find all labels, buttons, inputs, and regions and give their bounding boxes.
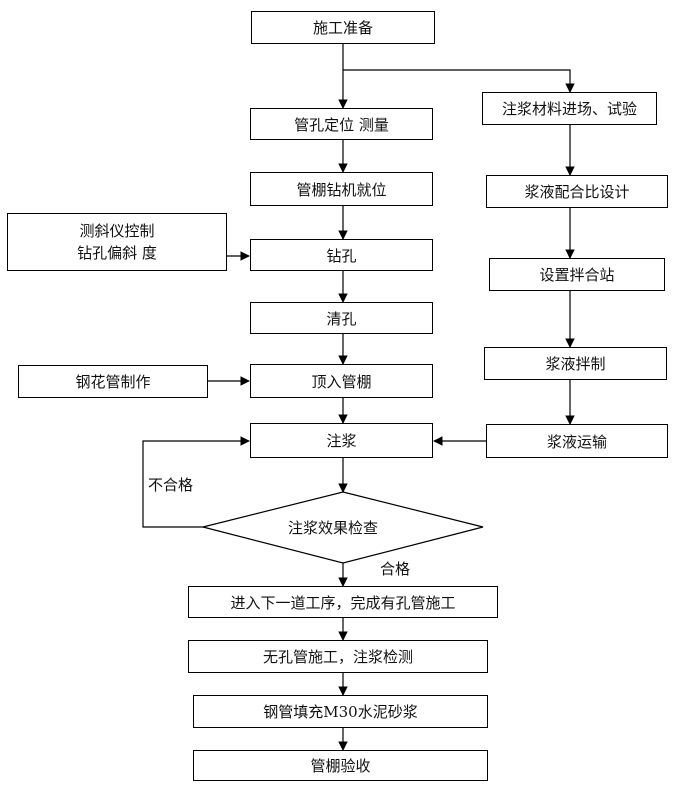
box-inclinometer-control: 测斜仪控制 钻孔偏斜 度: [7, 213, 227, 271]
box-pipe-jacking-label: 顶入管棚: [311, 372, 372, 391]
arrow-prep-to-materials: [343, 69, 575, 93]
box-construction-prep: 施工准备: [251, 11, 435, 44]
box-pipe-jacking: 顶入管棚: [250, 364, 433, 398]
box-hole-cleaning: 清孔: [250, 302, 433, 334]
box-grouting-label: 注浆: [326, 432, 357, 450]
box-next-process: 进入下一道工序，完成有孔管施工: [188, 586, 498, 618]
box-acceptance: 管棚验收: [193, 750, 488, 781]
box-hole-positioning-survey: 管孔定位 测量: [250, 108, 433, 140]
label-pass: 合格: [380, 560, 411, 578]
box-construction-prep-label: 施工准备: [312, 19, 373, 37]
label-fail: 不合格: [148, 476, 194, 494]
box-slurry-transport-label: 浆液运输: [546, 432, 607, 451]
box-hole-positioning-survey-label: 管孔定位 测量: [294, 115, 389, 134]
box-non-perforated-pipe-label: 无孔管施工，注浆检测: [262, 648, 413, 666]
decision-grouting-check-label: 注浆效果检查: [288, 519, 379, 537]
box-mix-design: 浆液配合比设计: [486, 175, 668, 208]
box-pipe-filling: 钢管填充M30水泥砂浆: [193, 695, 488, 728]
box-drill-rig-positioning: 管棚钻机就位: [250, 172, 433, 206]
box-steel-pipe-fabrication: 钢花管制作: [18, 365, 208, 398]
box-slurry-mixing-label: 浆液拌制: [545, 355, 606, 373]
box-materials-entry-label: 注浆材料进场、试验: [501, 100, 637, 118]
box-drill-rig-positioning-label: 管棚钻机就位: [296, 180, 387, 199]
box-inclinometer-line1: 测斜仪控制: [79, 222, 155, 240]
box-acceptance-label: 管棚验收: [310, 757, 371, 775]
box-mixing-station: 设置拌合站: [489, 258, 665, 291]
arrow-fail-loop: [142, 436, 250, 528]
box-grouting: 注浆: [250, 423, 433, 458]
box-inclinometer-line2: 钻孔偏斜 度: [77, 244, 157, 262]
box-slurry-transport: 浆液运输: [486, 424, 668, 458]
box-mix-design-label: 浆液配合比设计: [524, 183, 630, 201]
box-mixing-station-label: 设置拌合站: [539, 266, 615, 284]
box-non-perforated-pipe: 无孔管施工，注浆检测: [188, 640, 488, 673]
box-steel-pipe-fabrication-label: 钢花管制作: [75, 373, 151, 391]
box-drilling: 钻孔: [250, 239, 433, 271]
box-drilling-label: 钻孔: [326, 246, 357, 265]
box-slurry-mixing: 浆液拌制: [484, 347, 667, 380]
box-pipe-filling-label: 钢管填充M30水泥砂浆: [263, 703, 418, 721]
box-next-process-label: 进入下一道工序，完成有孔管施工: [230, 593, 456, 612]
box-materials-entry: 注浆材料进场、试验: [482, 92, 657, 125]
decision-diamond: [202, 491, 484, 564]
box-hole-cleaning-label: 清孔: [326, 309, 357, 328]
